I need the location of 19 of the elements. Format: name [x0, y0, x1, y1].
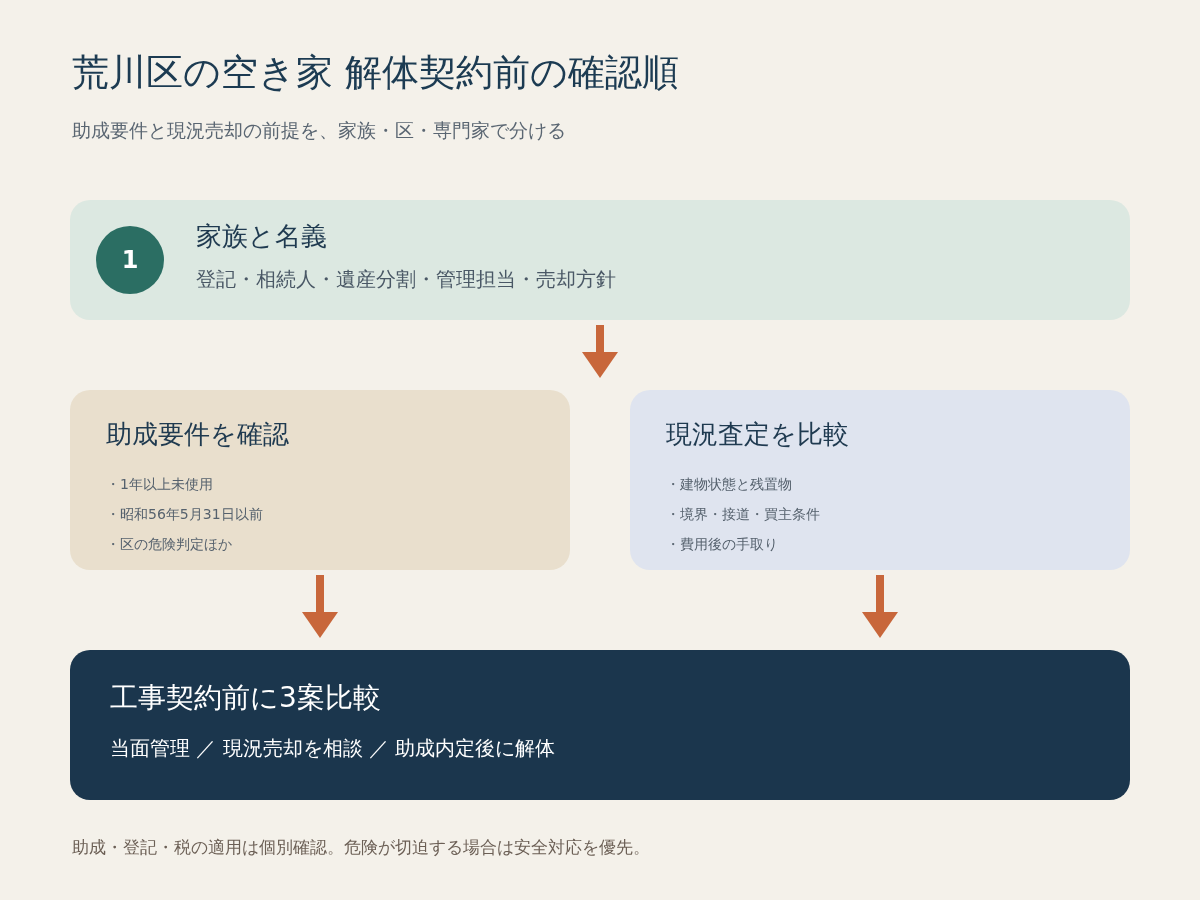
bullet-item: ・区の危険判定ほか — [106, 535, 232, 554]
step-card — [70, 200, 1130, 320]
card-body: 登記・相続人・遺産分割・管理担当・売却方針 — [196, 266, 616, 293]
card-heading: 工事契約前に3案比較 — [110, 680, 381, 716]
card-heading: 現況査定を比較 — [666, 418, 849, 451]
bullet-item: ・費用後の手取り — [666, 535, 778, 554]
bullet-item: ・境界・接道・買主条件 — [666, 505, 820, 524]
footnote: 助成・登記・税の適用は個別確認。危険が切迫する場合は安全対応を優先。 — [72, 836, 650, 859]
card-body: 当面管理 ／ 現況売却を相談 ／ 助成内定後に解体 — [110, 735, 556, 762]
bullet-item: ・建物状態と残置物 — [666, 475, 792, 494]
card-heading: 家族と名義 — [196, 220, 327, 253]
card-heading: 助成要件を確認 — [106, 418, 289, 451]
decision-card — [70, 650, 1130, 800]
page-title: 荒川区の空き家 解体契約前の確認順 — [72, 50, 679, 96]
requirement-card — [70, 390, 570, 570]
bullet-item: ・1年以上未使用 — [106, 475, 213, 494]
step-number: 1 — [120, 245, 140, 276]
bullet-item: ・昭和56年5月31日以前 — [106, 505, 263, 524]
subtitle: 助成要件と現況売却の前提を、家族・区・専門家で分ける — [72, 118, 566, 143]
